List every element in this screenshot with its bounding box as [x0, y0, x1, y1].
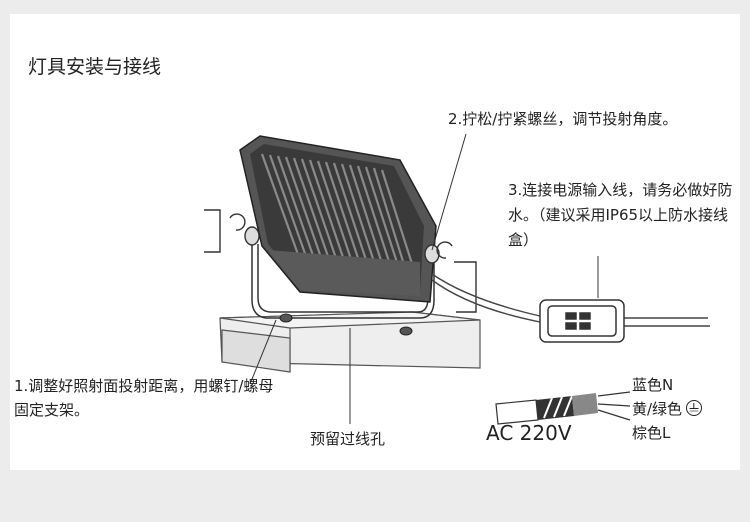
adjust-knob-right	[424, 241, 477, 313]
junction-box	[539, 299, 625, 343]
step2-adjust-angle-label: 2.拧松/拧紧螺丝，调节投射角度。	[448, 110, 678, 128]
step3-wiring-label: 3.连接电源输入线，请务必做好防水。（建议采用IP65以上防水接线盒）	[508, 181, 733, 249]
ac-power-cord	[495, 391, 631, 425]
leader-lines	[249, 133, 599, 424]
floodlight-body	[239, 135, 437, 303]
bracket-screws	[279, 313, 413, 336]
step1-mounting-label: 1.调整好照射面投射距离，用螺钉/螺母固定支架。	[14, 377, 274, 419]
wire-earth-row: 黄/绿色	[632, 398, 703, 419]
lamp-bracket	[251, 244, 435, 319]
voltage-label: AC 220V	[486, 421, 572, 445]
wire-earth-label: 黄/绿色	[632, 400, 683, 418]
adjust-knob-left	[204, 209, 260, 253]
ground-symbol-icon	[686, 400, 703, 416]
cable-hole-label: 预留过线孔	[310, 430, 386, 448]
power-cable	[431, 273, 710, 327]
wire-live-label: 棕色L	[632, 424, 671, 442]
wire-neutral-label: 蓝色N	[632, 376, 674, 394]
page-title: 灯具安装与接线	[28, 56, 162, 78]
